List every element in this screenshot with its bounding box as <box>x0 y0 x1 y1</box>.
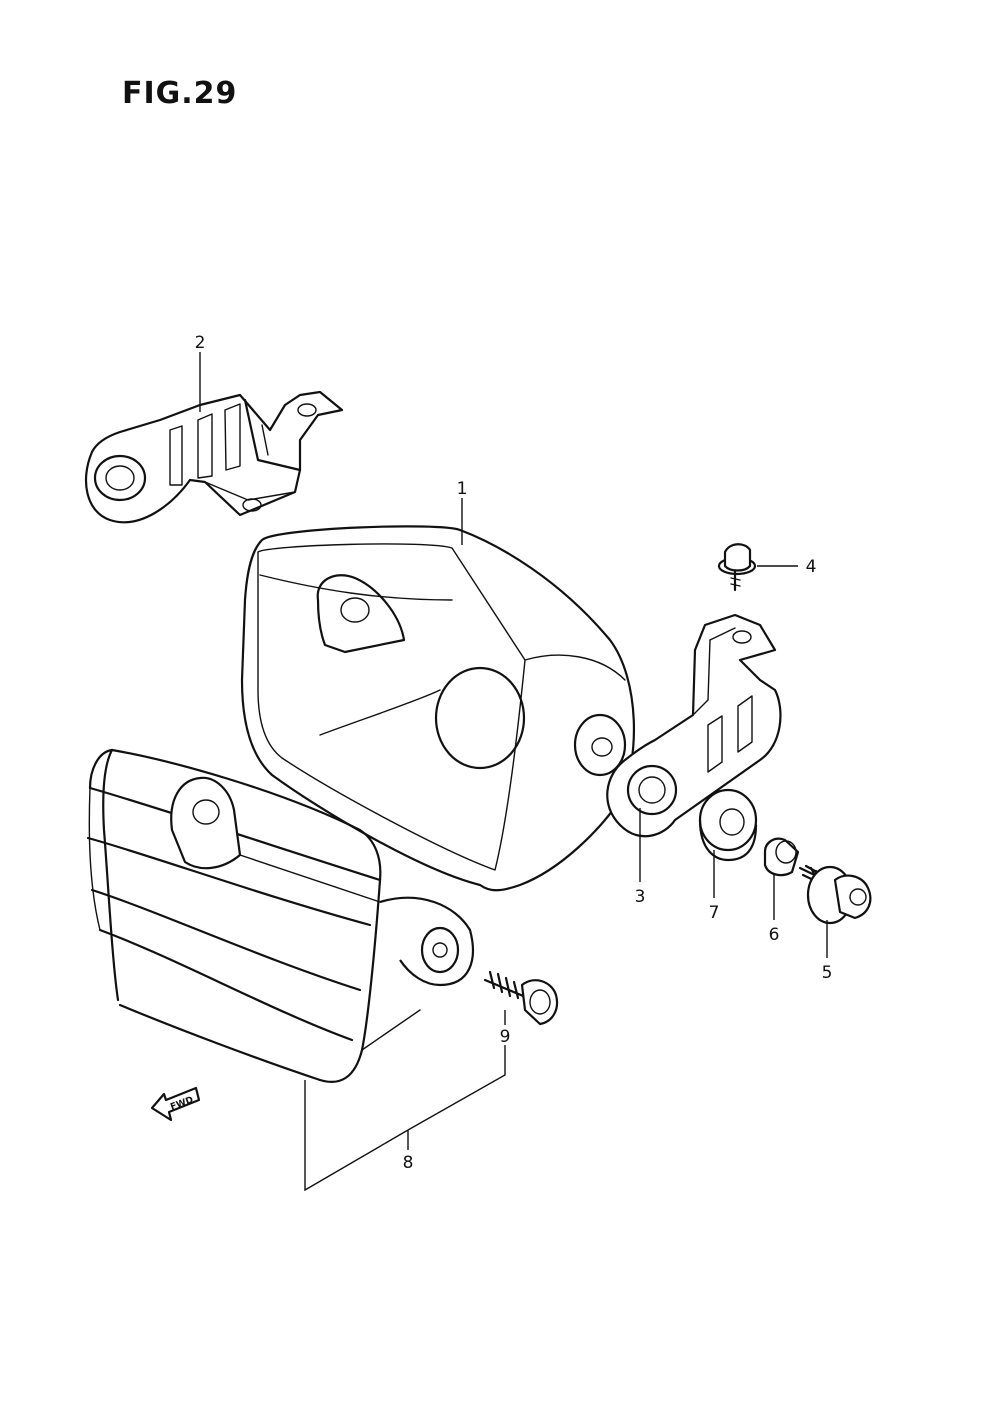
collar-part <box>763 837 800 877</box>
figure-title: FIG.29 <box>122 76 238 111</box>
callout-9: 9 <box>500 1027 511 1047</box>
right-bracket-part <box>606 613 782 838</box>
leader-lines <box>199 352 828 1192</box>
callout-5: 5 <box>822 963 833 983</box>
callout-1: 1 <box>457 479 468 499</box>
left-bracket-part <box>84 390 344 524</box>
callout-labels: 2 1 4 3 7 6 5 9 8 <box>195 333 833 1173</box>
callout-4: 4 <box>806 557 817 577</box>
grommet-part <box>698 788 758 862</box>
callout-8: 8 <box>403 1153 414 1173</box>
callout-2: 2 <box>195 333 206 353</box>
callout-3: 3 <box>635 887 646 907</box>
callout-6: 6 <box>769 925 780 945</box>
headlight-housing-part <box>240 525 636 892</box>
bolt-part-9 <box>483 970 559 1026</box>
screw-part-4 <box>717 543 757 592</box>
forward-arrow-icon: FWD <box>150 1086 201 1122</box>
headlight-guard-part <box>86 748 474 1083</box>
bolt-part-5 <box>798 864 872 925</box>
callout-7: 7 <box>709 903 720 923</box>
